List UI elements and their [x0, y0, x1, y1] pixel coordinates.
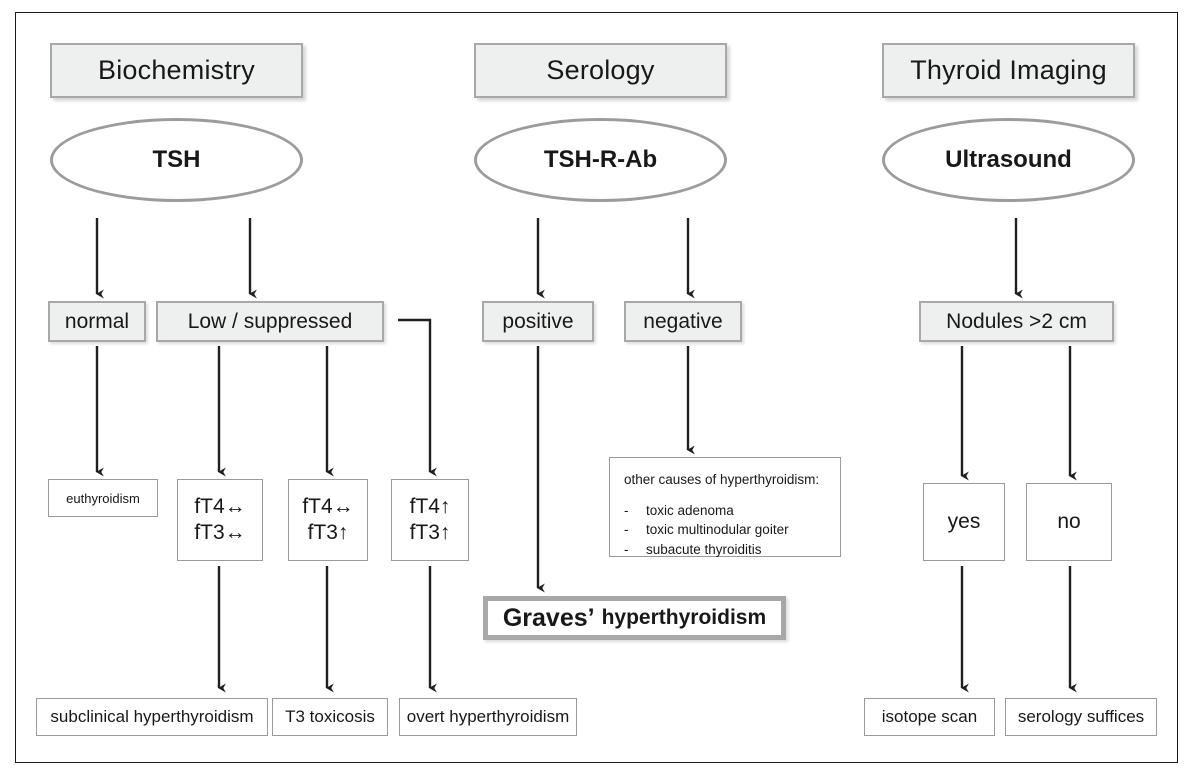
list-item-label: toxic adenoma: [646, 502, 734, 518]
node-tsh-low: Low / suppressed: [156, 301, 384, 342]
list-bullet-dash: -: [624, 541, 629, 557]
node-ft-t3high-line1: fT4↔: [302, 495, 354, 519]
node-ft-t3high-line2: fT3↑: [307, 521, 349, 544]
column-header-thyroid-imaging-label: Thyroid Imaging: [910, 55, 1107, 85]
node-answer-yes: yes: [923, 483, 1005, 561]
panel-other-causes-list: - toxic adenoma - toxic multinodular goi…: [624, 501, 826, 560]
node-answer-no-label: no: [1057, 510, 1081, 533]
node-euthyroidism-label: euthyroidism: [66, 490, 140, 506]
node-serology-suffices-label: serology suffices: [1017, 707, 1145, 726]
node-tsh: TSH: [50, 118, 303, 202]
column-header-biochemistry-label: Biochemistry: [98, 55, 255, 85]
panel-other-causes-title: other causes of hyperthyroidism:: [624, 472, 820, 487]
node-subclinical-hyperthyroidism-label: subclinical hyperthyroidism: [50, 707, 254, 726]
node-tsh-normal: normal: [48, 301, 146, 342]
node-graves-emphasis: Graves’: [502, 603, 595, 632]
node-tshrab-negative-label: negative: [643, 309, 723, 333]
node-t3-toxicosis: T3 toxicosis: [272, 698, 388, 736]
node-ft-normal-line1: fT4↔: [194, 495, 246, 519]
node-tshrab-positive: positive: [482, 301, 594, 342]
node-nodules-criterion-label: Nodules >2 cm: [946, 309, 1087, 333]
node-subclinical-hyperthyroidism: subclinical hyperthyroidism: [36, 698, 268, 736]
node-tsh-label: TSH: [152, 146, 201, 173]
node-ultrasound: Ultrasound: [882, 118, 1135, 202]
node-tsh-r-ab: TSH-R-Ab: [474, 118, 727, 202]
list-item-label: subacute thyroiditis: [646, 541, 762, 557]
node-t3-toxicosis-label: T3 toxicosis: [285, 707, 375, 726]
list-item-label: toxic multinodular goiter: [646, 522, 789, 538]
node-ft-t3high: fT4↔ fT3↑: [288, 479, 368, 561]
list-bullet-dash: -: [624, 502, 629, 518]
node-tsh-normal-label: normal: [64, 309, 130, 333]
node-tsh-r-ab-label: TSH-R-Ab: [543, 146, 658, 173]
node-graves-hyperthyroidism: Graves’ hyperthyroidism: [483, 596, 786, 640]
column-header-thyroid-imaging: Thyroid Imaging: [882, 43, 1135, 98]
node-tshrab-negative: negative: [624, 301, 742, 342]
node-ultrasound-label: Ultrasound: [945, 146, 1072, 173]
node-ft-normal-line2: fT3↔: [194, 521, 246, 544]
node-tsh-low-label: Low / suppressed: [187, 309, 353, 333]
column-header-serology-label: Serology: [546, 55, 655, 85]
list-item: - toxic multinodular goiter: [624, 520, 826, 540]
column-header-serology: Serology: [474, 43, 727, 98]
node-overt-hyperthyroidism-label: overt hyperthyroidism: [406, 707, 570, 726]
node-overt-hyperthyroidism: overt hyperthyroidism: [399, 698, 577, 736]
node-euthyroidism: euthyroidism: [48, 479, 158, 517]
node-ft-normal: fT4↔ fT3↔: [177, 479, 263, 561]
node-isotope-scan-label: isotope scan: [881, 707, 978, 726]
list-bullet-dash: -: [624, 522, 629, 538]
node-tshrab-positive-label: positive: [502, 309, 574, 333]
node-ft-both-high: fT4↑ fT3↑: [391, 479, 469, 561]
node-serology-suffices: serology suffices: [1005, 698, 1157, 736]
node-ft-both-high-line1: fT4↑: [409, 495, 451, 519]
panel-other-causes: other causes of hyperthyroidism: - toxic…: [609, 457, 841, 557]
node-answer-no: no: [1026, 483, 1112, 561]
node-graves-rest: hyperthyroidism: [601, 606, 767, 629]
column-header-biochemistry: Biochemistry: [50, 43, 303, 98]
list-item: - subacute thyroiditis: [624, 540, 826, 560]
list-item: - toxic adenoma: [624, 501, 826, 521]
node-nodules-criterion: Nodules >2 cm: [919, 301, 1114, 342]
node-answer-yes-label: yes: [947, 510, 981, 533]
node-isotope-scan: isotope scan: [864, 698, 995, 736]
node-ft-both-high-line2: fT3↑: [409, 521, 451, 544]
